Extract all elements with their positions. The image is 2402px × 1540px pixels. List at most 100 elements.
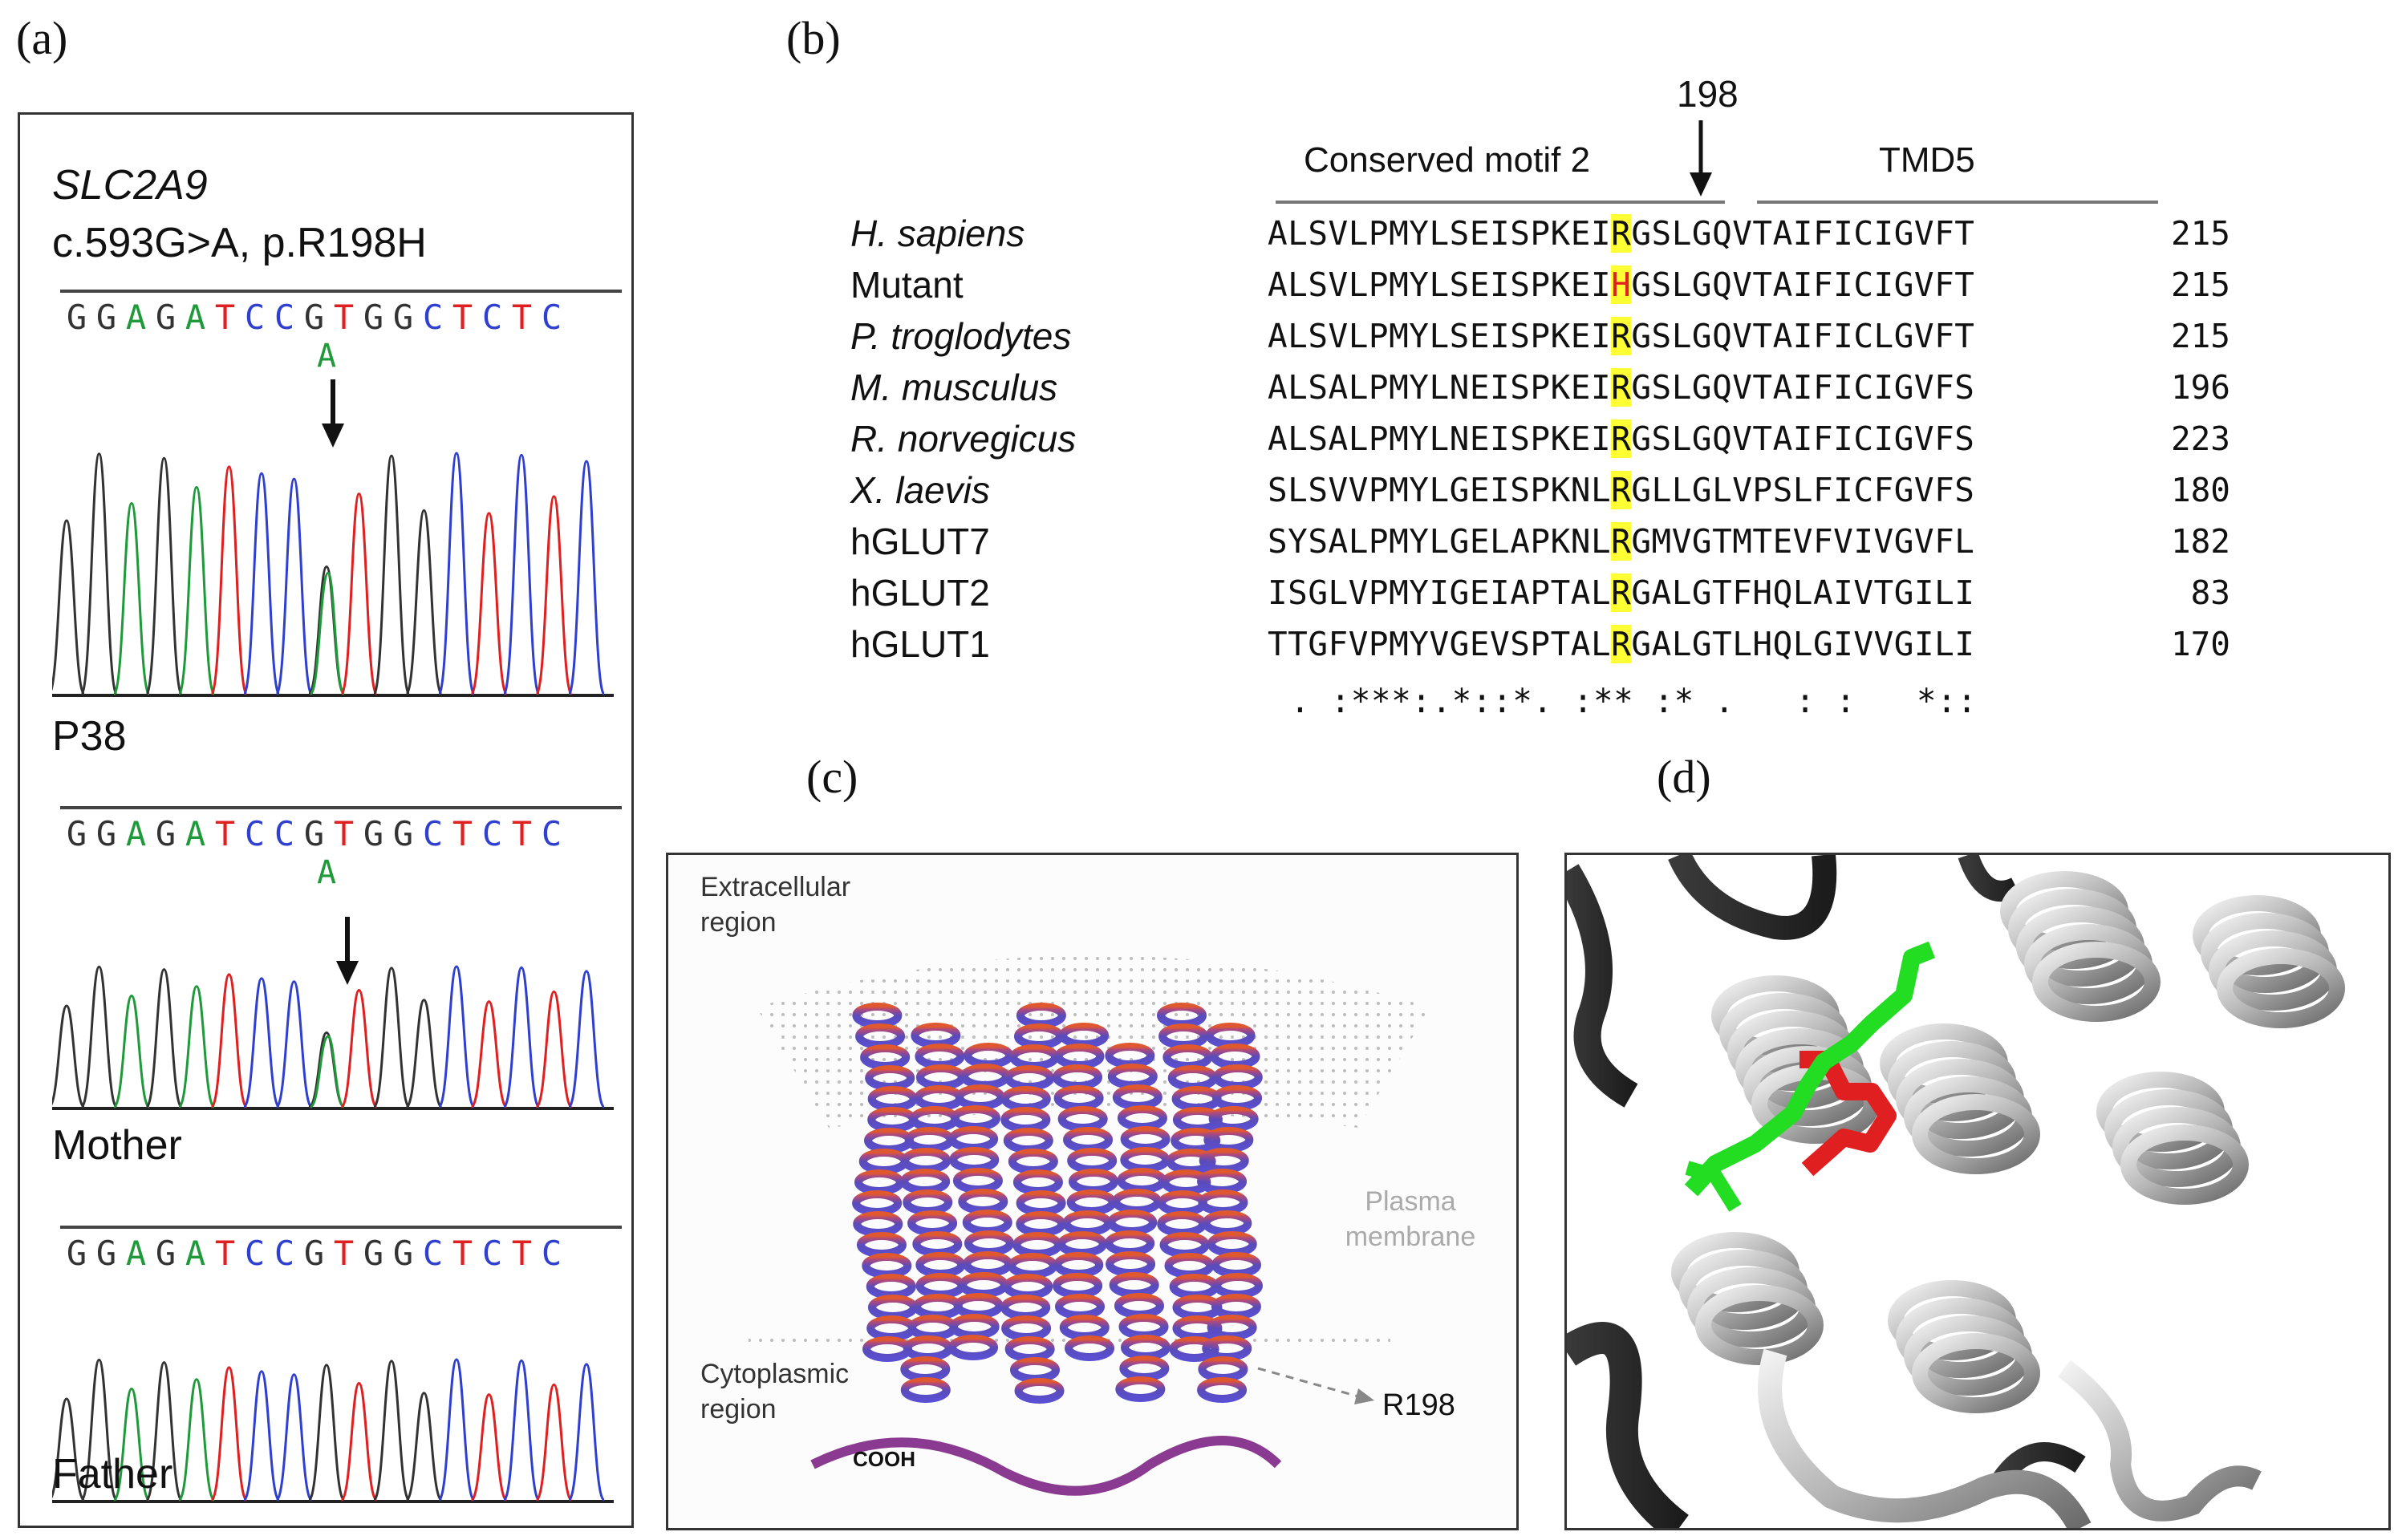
helix-turn: [1159, 1232, 1210, 1258]
trace-peak: [177, 1378, 216, 1502]
sequence-post: GSLGQVTAIFICLGVFT: [1631, 317, 1975, 355]
sequence-position: 170: [2170, 625, 2230, 663]
base-call: G: [363, 814, 384, 853]
helix-turn: [1169, 1274, 1219, 1299]
helix-turn: [1169, 1336, 1219, 1362]
sequence-position: 180: [2170, 471, 2230, 509]
gene-name: SLC2A9: [52, 162, 208, 209]
helix-turn: [1000, 1295, 1051, 1320]
helix-turn: [858, 1149, 909, 1174]
wildtype-arginine-sidechain: [1684, 941, 1936, 1197]
trace-peak: [502, 1359, 541, 1502]
species-name: P. troglodytes: [850, 315, 1072, 357]
helix-turn: [1114, 1293, 1164, 1319]
trace-peak: [535, 990, 573, 1108]
ribbon-tail: [1758, 1348, 2092, 1528]
helix-coil: [2032, 942, 2161, 1022]
panel-a-letter: (a): [16, 12, 68, 64]
residue-arrow: [1690, 120, 1712, 197]
helix-turn: [912, 1231, 963, 1257]
residue-198: H: [1611, 265, 1632, 304]
trace-label: Father: [52, 1451, 173, 1497]
mutation-label: c.593G>A, p.R198H: [52, 220, 427, 266]
ribbon-closeup-render: [1567, 855, 2345, 1528]
base-call: G: [66, 814, 87, 853]
species-name: X. laevis: [850, 469, 990, 511]
base-call: T: [214, 298, 236, 337]
helix-turn: [962, 1210, 1012, 1235]
chromatogram-trace: [52, 1358, 614, 1503]
helix-coil: [1912, 1094, 2040, 1174]
helix-turn: [1009, 1357, 1060, 1383]
sequence: ALSVLPMYLSEISPKEIRGSLGQVTAIFICLGVFT: [1268, 317, 2110, 355]
helix-turn: [866, 1315, 917, 1341]
helix-turn: [1211, 1252, 1261, 1278]
base-call: T: [333, 1234, 355, 1273]
trace-peak: [177, 485, 216, 695]
helix-turn: [901, 1148, 951, 1173]
helix-turn: [951, 1105, 1001, 1131]
species-name: hGLUT1: [850, 623, 990, 665]
panel-d-letter: (d): [1657, 751, 1711, 803]
helix-turn: [1117, 1168, 1167, 1194]
helix-turn: [903, 1335, 953, 1361]
base-call: G: [392, 298, 414, 337]
helix-turn: [864, 1128, 915, 1153]
alt-base-call: A: [317, 338, 337, 375]
trace-peak: [242, 1370, 281, 1502]
helix-turn: [900, 1169, 951, 1194]
helix-turn: [1112, 1189, 1162, 1214]
cooh-label: COOH: [853, 1447, 915, 1471]
helix-turn: [949, 1147, 1000, 1173]
motif-bracket: [1276, 201, 1725, 204]
base-call: G: [155, 298, 176, 337]
base-call: C: [422, 298, 444, 337]
trace-peak: [112, 1387, 151, 1502]
sequence-pre: TTGFVPMYVGEVSPTAL: [1268, 625, 1612, 663]
trace-divider: [60, 806, 622, 809]
residue-198: R: [1611, 573, 1632, 612]
sequence: ALSVLPMYLSEISPKEIRGSLGQVTAIFICIGVFT: [1268, 214, 2110, 253]
base-call: T: [452, 298, 473, 337]
base-call: G: [66, 298, 87, 337]
background-ribbon: [1567, 864, 1638, 1108]
helix-turn: [862, 1253, 912, 1279]
residue-198: R: [1611, 317, 1632, 355]
trace-peak: [275, 1373, 313, 1502]
residue-198: R: [1611, 368, 1632, 407]
trace-peak: [242, 472, 281, 695]
helix-turn: [1053, 1273, 1103, 1299]
helix-turn: [964, 1230, 1014, 1256]
trace-peak: [52, 1397, 86, 1502]
helix-turn: [900, 1377, 951, 1403]
trace-divider: [60, 1226, 622, 1229]
base-call: A: [185, 1234, 206, 1273]
base-call: C: [481, 298, 503, 337]
panel-c-membrane-model: Extracellular region Plasma membrane Cyt…: [666, 853, 1519, 1530]
sequence-post: GSLGQVTAIFICIGVFT: [1631, 265, 1975, 304]
base-call: T: [511, 1234, 533, 1273]
base-call: G: [95, 298, 117, 337]
species-name: Mutant: [850, 264, 964, 306]
helix-turn: [1207, 1231, 1257, 1257]
helix-turn: [1003, 1274, 1053, 1299]
helix-turn: [1067, 1148, 1118, 1173]
c-terminal-tail: [810, 1436, 1282, 1496]
species-name: hGLUT2: [850, 572, 990, 614]
base-call: G: [303, 298, 325, 337]
helix-turn: [1004, 1336, 1055, 1362]
trace-peak: [567, 1363, 606, 1502]
sequence: TTGFVPMYVGEVSPTALRGALGTLHQLGIVVGILI: [1268, 625, 2110, 663]
species-name: H. sapiens: [850, 213, 1025, 254]
motif-label: Conserved motif 2: [1304, 140, 1591, 180]
helix-turn: [856, 1232, 907, 1258]
helix-turn: [909, 1106, 960, 1132]
